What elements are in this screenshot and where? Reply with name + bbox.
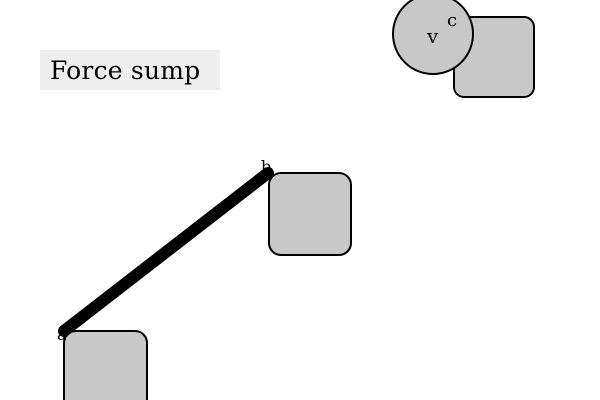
block-bottom-left[interactable] <box>63 330 148 400</box>
rope-start-tag: a <box>57 325 67 344</box>
level-title: Force sump <box>40 50 220 90</box>
rope[interactable] <box>58 167 274 337</box>
level-title-text: Force sump <box>50 55 201 85</box>
ball-body[interactable] <box>392 0 474 75</box>
rope-end-tag: b <box>261 157 271 176</box>
ball[interactable]: v c <box>392 0 474 75</box>
ball-label: v <box>426 24 439 48</box>
ball-tag: c <box>447 10 457 31</box>
block-middle[interactable] <box>268 172 352 256</box>
